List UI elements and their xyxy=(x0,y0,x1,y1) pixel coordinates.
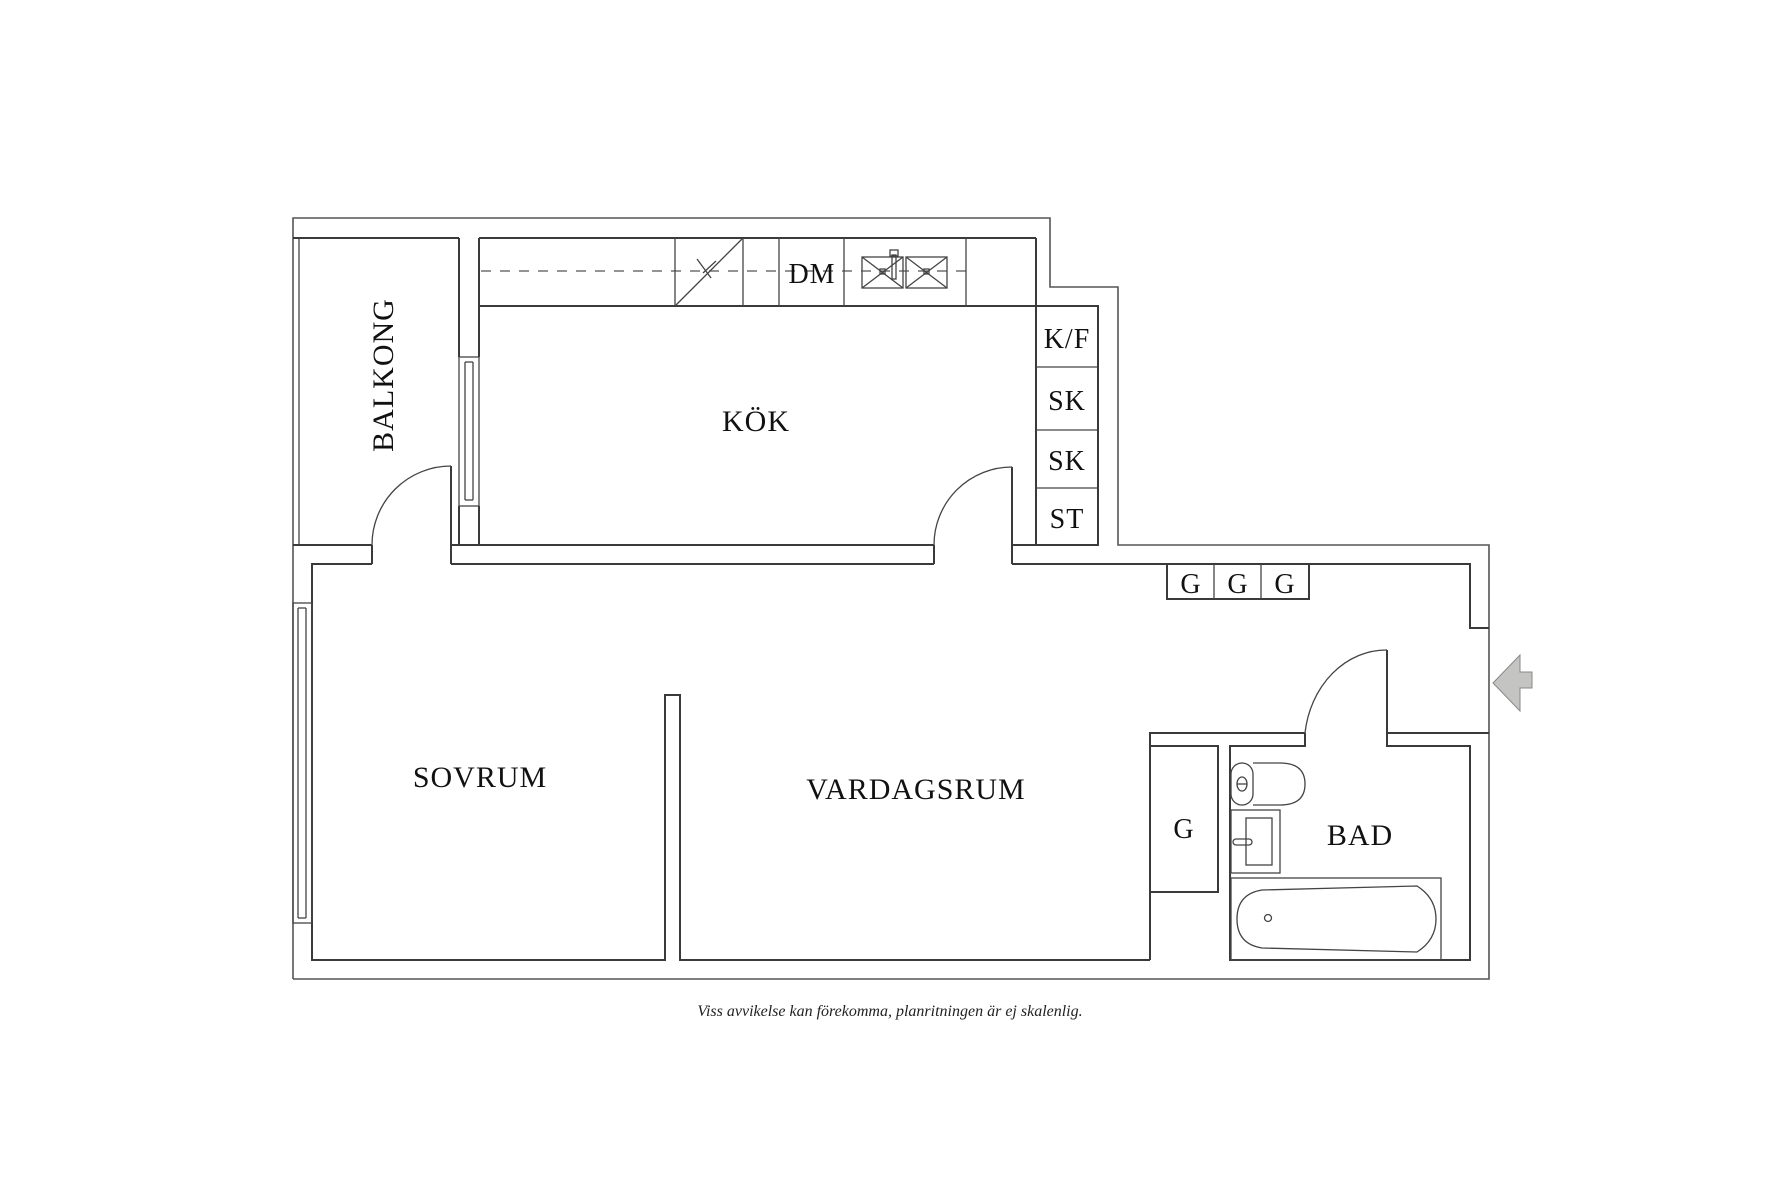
closet-label-st: ST xyxy=(1050,504,1085,535)
kitchen-door[interactable] xyxy=(933,466,1013,564)
cooktop-icon xyxy=(675,238,743,306)
bathroom-door[interactable] xyxy=(1304,649,1388,746)
kitchen-counter xyxy=(479,238,1036,307)
kitchen-appliance-column xyxy=(1035,305,1099,546)
entrance-arrow-icon xyxy=(1492,653,1533,713)
room-label-sovrum: SOVRUM xyxy=(413,761,547,794)
wardrobe-label-2: G xyxy=(1227,569,1248,600)
window-bedroom xyxy=(292,602,313,924)
disclaimer-note: Viss avvikelse kan förekomma, planritnin… xyxy=(697,1003,1083,1020)
room-label-vardagsrum: VARDAGSRUM xyxy=(806,773,1026,806)
wardrobe-label-3: G xyxy=(1274,569,1295,600)
closet-label: G xyxy=(1173,814,1194,845)
basin-icon xyxy=(1230,809,1281,874)
bathtub-icon xyxy=(1230,877,1442,961)
bathroom-walls xyxy=(1149,732,1471,961)
balcony-door[interactable] xyxy=(371,465,452,564)
cabinet-label-2: SK xyxy=(1048,446,1086,477)
room-label-bad: BAD xyxy=(1327,819,1393,852)
dishwasher-label: DM xyxy=(788,259,835,290)
sink-icon xyxy=(861,249,948,289)
hall-walls xyxy=(311,563,1489,923)
cabinet-label-1: SK xyxy=(1048,386,1086,417)
window-balcony-kitchen xyxy=(458,356,480,507)
fridge-freezer-label: K/F xyxy=(1044,324,1091,355)
room-label-balkong: BALKONG xyxy=(367,298,400,452)
toilet-icon xyxy=(1230,762,1306,806)
bottom-walls xyxy=(311,694,1150,961)
room-label-kok: KÖK xyxy=(722,405,790,438)
wardrobe-label-1: G xyxy=(1180,569,1201,600)
outer-walls xyxy=(292,217,1490,980)
kitchen-walls xyxy=(478,237,1037,546)
hall-wardrobes xyxy=(1166,563,1310,600)
balcony xyxy=(293,237,479,546)
